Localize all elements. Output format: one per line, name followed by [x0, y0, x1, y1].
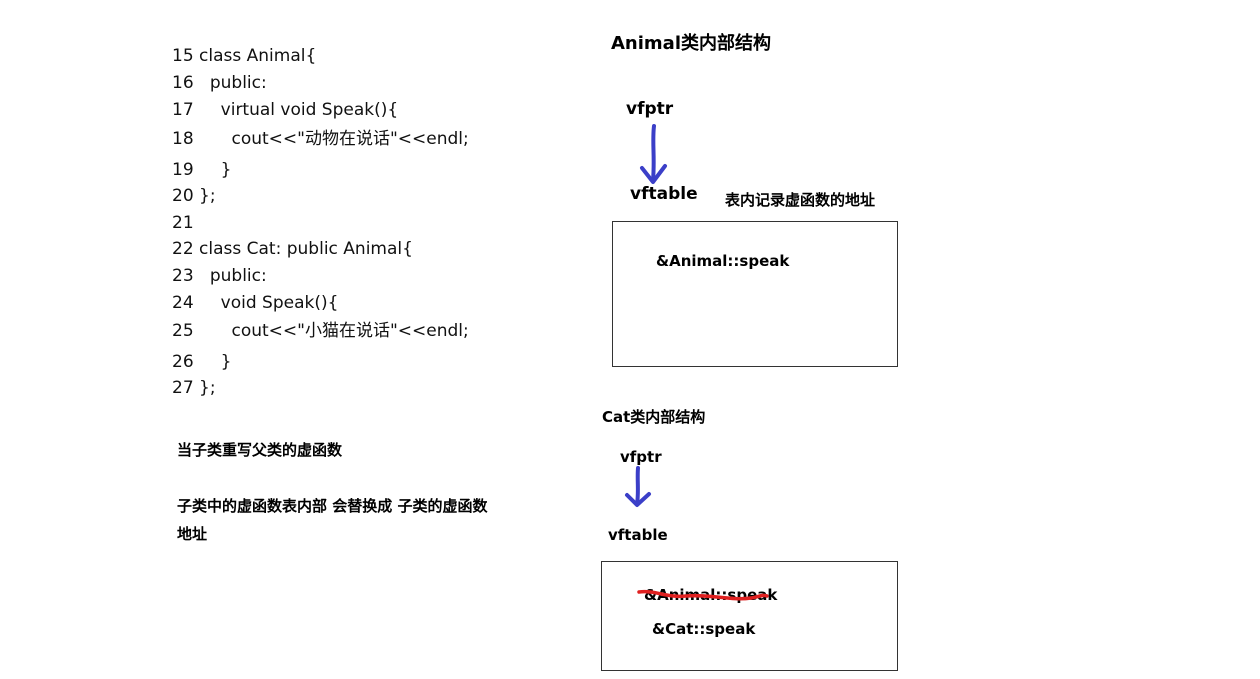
animal-arrow — [640, 124, 667, 184]
cat-vftable-entry: &Cat::speak — [652, 620, 756, 638]
code-line-15: 15 class Animal{ — [172, 46, 317, 66]
code-line-24: 24 void Speak(){ — [172, 293, 339, 313]
override-explanation-line2: 地址 — [177, 525, 208, 543]
cat-vftable-box: &Animal::speak &Cat::speak — [601, 561, 898, 671]
code-line-21: 21 — [172, 213, 194, 233]
code-line-19: 19 } — [172, 160, 232, 180]
override-heading: 当子类重写父类的虚函数 — [177, 441, 343, 459]
code-line-26: 26 } — [172, 352, 232, 372]
animal-vftable-box: &Animal::speak — [612, 221, 898, 367]
code-line-23: 23 public: — [172, 266, 267, 286]
cat-vftable-label: vftable — [608, 526, 668, 544]
strikethrough-scribble — [637, 589, 769, 601]
animal-arrow-shaft — [651, 124, 656, 182]
animal-arrow-head — [640, 164, 667, 184]
code-line-17: 17 virtual void Speak(){ — [172, 100, 399, 120]
override-explanation-line1: 子类中的虚函数表内部 会替换成 子类的虚函数 — [177, 497, 488, 515]
animal-table-note: 表内记录虚函数的地址 — [725, 191, 876, 209]
cat-arrow-shaft — [635, 466, 640, 506]
animal-structure-title: Animal类内部结构 — [611, 33, 771, 54]
code-line-22: 22 class Cat: public Animal{ — [172, 239, 413, 259]
code-line-25: 25 cout<<"小猫在说话"<<endl; — [172, 321, 469, 341]
cat-arrow — [625, 466, 651, 507]
cat-arrow-head — [625, 492, 651, 507]
animal-vftable-entry: &Animal::speak — [656, 252, 790, 270]
cat-vfptr-label: vfptr — [620, 448, 662, 466]
code-line-16: 16 public: — [172, 73, 267, 93]
animal-vftable-label: vftable — [630, 184, 698, 204]
animal-vfptr-label: vfptr — [626, 99, 674, 119]
code-line-20: 20 }; — [172, 186, 216, 206]
cat-structure-title: Cat类内部结构 — [602, 408, 706, 426]
code-line-18: 18 cout<<"动物在说话"<<endl; — [172, 129, 469, 149]
code-line-27: 27 }; — [172, 378, 216, 398]
